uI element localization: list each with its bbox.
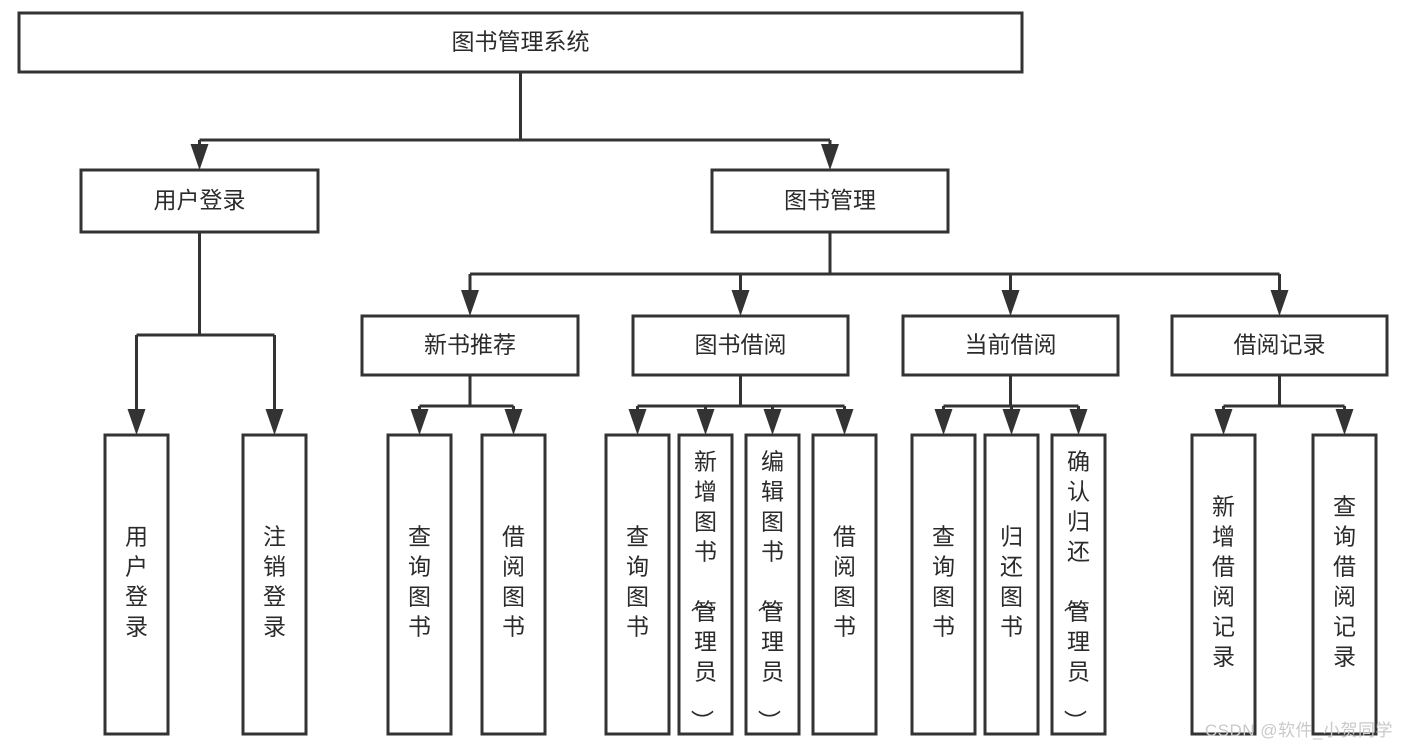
node-label: 图书借阅	[695, 332, 787, 358]
node-leaf-2[interactable]: 注销登录	[241, 433, 308, 736]
node-rect	[386, 433, 453, 736]
arrow-head-icon	[731, 290, 750, 316]
arrow-head-icon	[190, 144, 209, 170]
node-rect	[1050, 433, 1107, 736]
node-rect	[1190, 433, 1257, 736]
node-level2-2[interactable]: 图书管理	[710, 168, 950, 234]
arrow-head-icon	[763, 409, 782, 435]
connector-layer	[127, 72, 1354, 435]
node-label: 借阅图书	[502, 524, 525, 640]
node-rect	[910, 433, 977, 736]
node-leaf-10[interactable]: 归还图书	[983, 433, 1040, 736]
node-label: 编辑图书（管理员）	[756, 449, 784, 733]
node-label: 注销登录	[263, 524, 286, 640]
node-level3-4[interactable]: 借阅记录	[1170, 314, 1389, 377]
node-layer: 图书管理系统用户登录图书管理新书推荐图书借阅当前借阅借阅记录用户登录注销登录查询…	[17, 11, 1389, 736]
node-label: 借阅记录	[1234, 332, 1326, 358]
arrow-head-icon	[1335, 409, 1354, 435]
node-label: 用户登录	[125, 524, 148, 640]
node-leaf-13[interactable]: 查询借阅记录	[1311, 433, 1378, 736]
node-rect	[710, 168, 950, 234]
arrow-head-icon	[127, 409, 146, 435]
node-rect	[983, 433, 1040, 736]
arrow-head-icon	[628, 409, 647, 435]
node-level3-3[interactable]: 当前借阅	[901, 314, 1120, 377]
arrow-head-icon	[835, 409, 854, 435]
node-level3-2[interactable]: 图书借阅	[631, 314, 850, 377]
node-label: 新增借阅记录	[1212, 494, 1235, 670]
node-rect	[17, 11, 1024, 74]
node-label: 新增图书（管理员）	[689, 449, 717, 733]
node-label: 查询图书	[626, 524, 649, 640]
node-leaf-3[interactable]: 查询图书	[386, 433, 453, 736]
node-rect	[480, 433, 547, 736]
node-leaf-1[interactable]: 用户登录	[103, 433, 170, 736]
node-label: 查询借阅记录	[1333, 494, 1356, 670]
arrow-head-icon	[265, 409, 284, 435]
arrow-head-icon	[1270, 290, 1289, 316]
node-root-system[interactable]: 图书管理系统	[17, 11, 1024, 74]
arrow-head-icon	[1002, 409, 1021, 435]
node-label: 借阅图书	[833, 524, 856, 640]
node-rect	[604, 433, 671, 736]
node-label: 图书管理系统	[452, 29, 590, 55]
node-rect	[744, 433, 801, 736]
watermark-text: CSDN @软件_小贺同学	[1204, 721, 1393, 740]
node-label: 新书推荐	[424, 332, 516, 358]
node-label: 当前借阅	[965, 332, 1057, 358]
arrow-head-icon	[461, 290, 479, 316]
arrow-head-icon	[1069, 409, 1088, 435]
node-leaf-8[interactable]: 借阅图书	[811, 433, 878, 736]
node-rect	[360, 314, 580, 377]
node-label: 确认归还（管理员）	[1062, 449, 1090, 733]
arrow-head-icon	[504, 409, 523, 435]
node-rect	[1311, 433, 1378, 736]
node-leaf-5[interactable]: 查询图书	[604, 433, 671, 736]
arrow-head-icon	[696, 409, 715, 435]
node-leaf-7[interactable]: 编辑图书（管理员）	[744, 433, 801, 736]
arrow-head-icon	[821, 144, 839, 170]
node-leaf-4[interactable]: 借阅图书	[480, 433, 547, 736]
node-leaf-12[interactable]: 新增借阅记录	[1190, 433, 1257, 736]
node-rect	[103, 433, 170, 736]
node-label: 查询图书	[932, 524, 955, 640]
node-label: 查询图书	[408, 524, 431, 640]
node-rect	[631, 314, 850, 377]
node-rect	[901, 314, 1120, 377]
arrow-head-icon	[1214, 409, 1233, 435]
node-rect	[677, 433, 734, 736]
arrow-head-icon	[410, 409, 429, 435]
node-rect	[811, 433, 878, 736]
node-level2-1[interactable]: 用户登录	[79, 168, 320, 234]
node-rect	[241, 433, 308, 736]
node-rect	[1170, 314, 1389, 377]
node-label: 归还图书	[1000, 524, 1023, 640]
node-level3-1[interactable]: 新书推荐	[360, 314, 580, 377]
arrow-head-icon	[934, 409, 953, 435]
node-rect	[79, 168, 320, 234]
node-leaf-9[interactable]: 查询图书	[910, 433, 977, 736]
node-leaf-11[interactable]: 确认归还（管理员）	[1050, 433, 1107, 736]
node-label: 用户登录	[154, 187, 246, 213]
arrow-head-icon	[1001, 290, 1020, 316]
node-label: 图书管理	[784, 187, 876, 213]
node-leaf-6[interactable]: 新增图书（管理员）	[677, 433, 734, 736]
